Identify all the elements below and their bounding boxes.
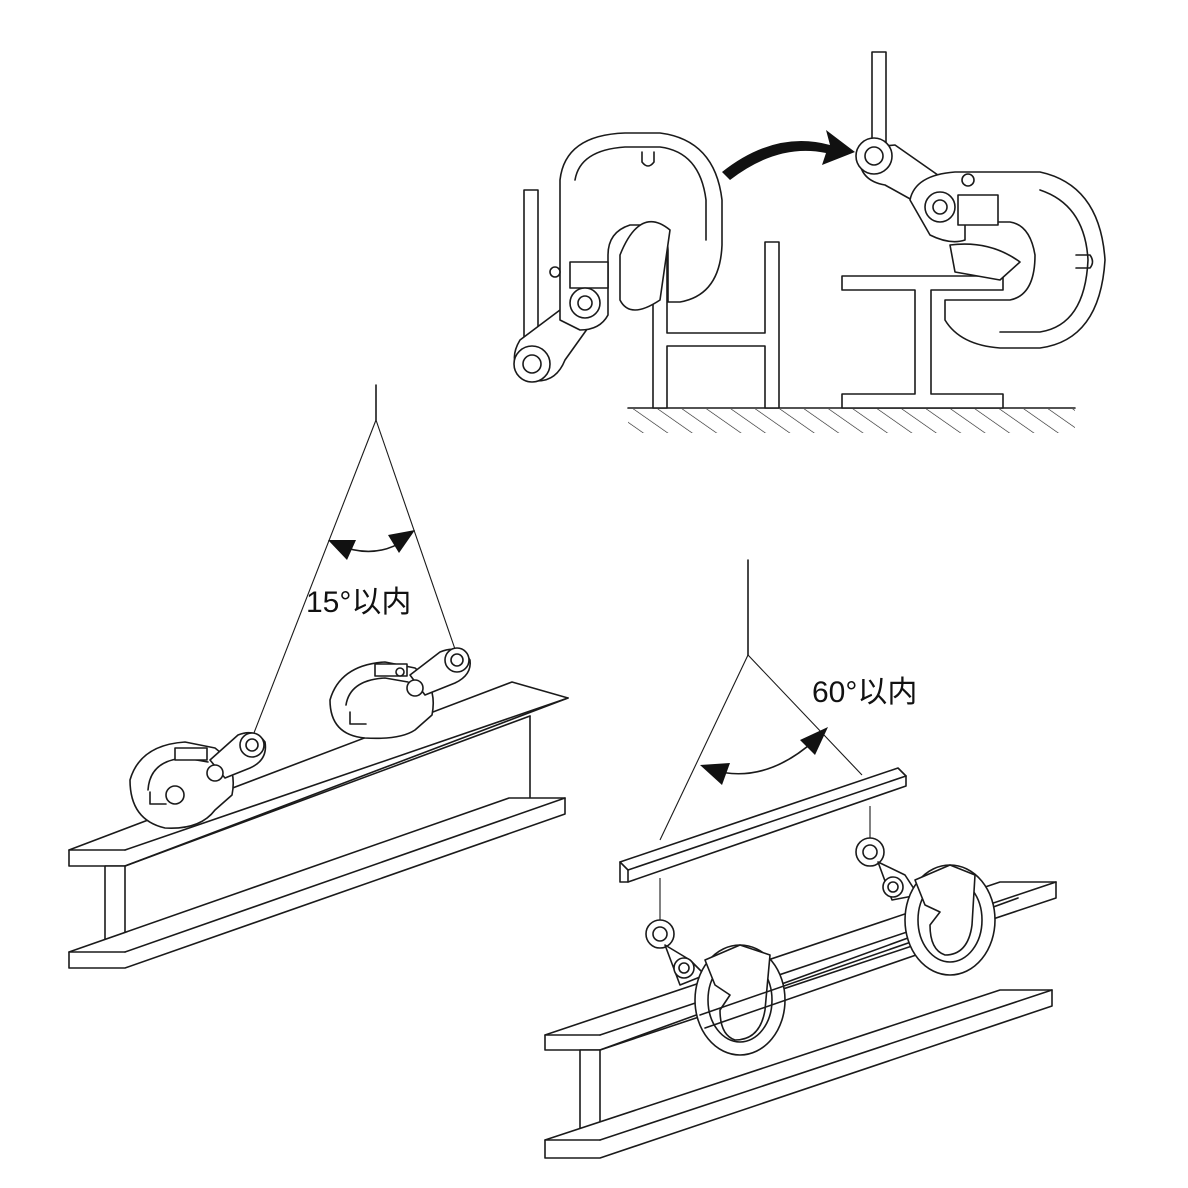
arrowhead-right-15	[388, 530, 415, 553]
lift-15-illustration: 15°以内	[68, 384, 569, 969]
ground-hatch	[628, 409, 1075, 433]
beam-15-clamp-left	[129, 731, 267, 829]
i-beam-horizontal	[841, 275, 1004, 409]
left-lifting-rod	[523, 189, 539, 351]
sling-rope-right-60	[747, 654, 863, 776]
beam-60-clamp-left	[645, 919, 946, 1056]
lift-60-illustration: 60°以内	[544, 559, 1057, 1159]
arrowhead-left-15	[328, 540, 356, 560]
left-clamp-jaw	[569, 261, 609, 289]
left-cam	[619, 220, 671, 311]
beam-15-clamp-right	[329, 647, 472, 740]
beam-60-clamp-right	[855, 837, 996, 976]
arrowhead-right-60	[800, 727, 828, 755]
beam-15-bottom-flange	[68, 797, 566, 969]
sling-rope-left	[251, 419, 377, 739]
right-clamp	[855, 51, 1106, 349]
sling-rope-left-60	[659, 654, 749, 841]
angle-label-15: 15°以内	[306, 586, 411, 619]
right-cam	[949, 243, 1021, 281]
angle-label-60: 60°以内	[812, 676, 917, 709]
sling-rope-right	[375, 419, 457, 653]
arrowhead-left-60	[700, 763, 730, 785]
top-flip-illustration	[513, 51, 1106, 433]
flip-arrow	[722, 130, 855, 180]
right-clamp-jaw	[957, 194, 999, 226]
left-clamp	[513, 132, 723, 383]
